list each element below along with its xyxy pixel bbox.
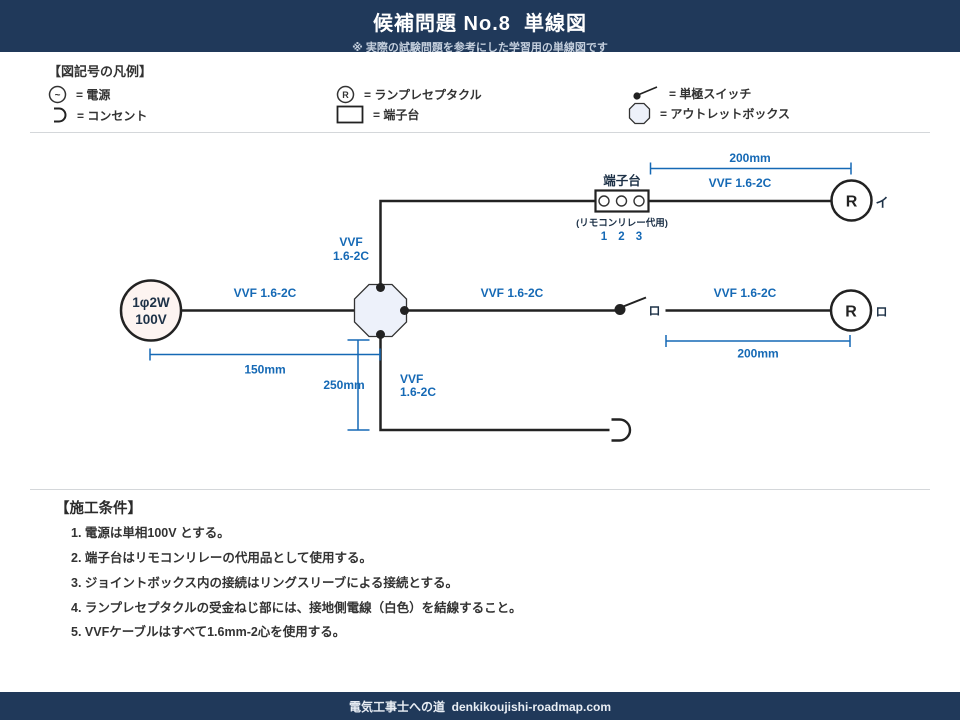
legend-item-outlet-box: = アウトレットボックス — [628, 102, 790, 124]
outlet-box-icon — [628, 102, 651, 124]
power-source-circle — [119, 279, 183, 342]
condition-item-4: 4. ランプレセプタクルの受金ねじ部には、接地側電線（白色）を結線すること。 — [71, 601, 522, 615]
terminal-pin-2: 2 — [618, 231, 624, 243]
footer-text: 電気工事士への道 denkikoujishi-roadmap.com — [348, 699, 612, 714]
dimension-line-150mm — [149, 348, 381, 361]
terminal-block-note: (リモコンリレー代用) — [576, 217, 668, 229]
circuit-label-ro: ロ — [875, 305, 887, 319]
lamp-receptacle-icon: R — [336, 85, 355, 103]
lamp-receptacle-ro-circle — [829, 289, 873, 332]
wires — [181, 199, 832, 432]
legend-label-outlet-box: = アウトレットボックス — [660, 106, 790, 121]
wire-box-to-outlet — [379, 336, 610, 432]
cable-label-box-down-2: 1.6-2C — [400, 385, 436, 399]
legend-label-outlet: = コンセント — [77, 108, 148, 123]
dimension-line-right-200mm — [665, 335, 851, 347]
legend-item-receptacle: R = ランプレセプタクル — [336, 84, 482, 104]
cable-label-source-to-box: VVF 1.6-2C — [234, 286, 297, 300]
condition-item-2: 2. 端子台はリモコンリレーの代用品として使用する。 — [71, 551, 373, 565]
single-pole-switch-icon — [633, 86, 658, 100]
legend-label-terminal-block: = 端子台 — [373, 107, 420, 122]
cable-labels: VVF 1.6-2C VVF 1.6-2C VVF 1.6-2C VVF 1.6… — [234, 176, 777, 399]
wire-box-to-terminal — [379, 199, 596, 287]
power-source: 1φ2W 100V — [119, 279, 183, 342]
terminal-hole-1 — [598, 195, 610, 207]
junction-dot-top — [376, 283, 385, 292]
condition-item-1: 1. 電源は単相100V とする。 — [71, 526, 230, 540]
dimension-lines — [149, 162, 852, 431]
outlet-symbol — [611, 418, 632, 442]
terminal-hole-2 — [615, 195, 628, 207]
conditions-heading: 【施工条件】 — [55, 501, 142, 517]
dimension-label-top-200mm: 200mm — [729, 151, 770, 165]
lamp-receptacle-ro-glyph: R — [845, 304, 857, 321]
conditions-divider — [30, 489, 930, 490]
switch-circuit-label: ロ — [648, 304, 660, 318]
power-source-line1: 1φ2W — [132, 295, 170, 310]
switch-lever — [621, 296, 647, 308]
legend-label-power: = 電源 — [76, 87, 111, 102]
terminal-hole-3 — [633, 195, 645, 207]
legend-label-switch: = 単極スイッチ — [669, 86, 752, 101]
power-source-icon: ~ — [48, 85, 67, 103]
page-title: 候補問題 No.8 単線図 — [372, 13, 587, 35]
dimension-labels: 200mm 200mm 150mm 250mm — [244, 151, 778, 392]
lamp-receptacle-i-glyph: R — [846, 194, 858, 211]
circuit-label-i: イ — [875, 195, 888, 210]
power-source-line2: 100V — [135, 312, 167, 327]
cable-label-box-to-switch: VVF 1.6-2C — [481, 286, 544, 300]
dimension-line-250mm — [347, 339, 370, 431]
junction-box — [353, 283, 409, 339]
dimension-label-right-200mm: 200mm — [737, 347, 778, 361]
page-subtitle: ※ 実際の試験問題を参考にした学習用の単線図です — [352, 42, 608, 54]
single-line-diagram: 1φ2W 100V 端子台 (リモコンリレー代用) 1 2 3 R イ ロ — [119, 151, 889, 442]
terminal-pin-3: 3 — [636, 231, 642, 243]
terminal-block-title: 端子台 — [603, 173, 641, 188]
cable-label-box-up-2: 1.6-2C — [333, 249, 369, 263]
condition-item-3: 3. ジョイントボックス内の接続はリングスリーブによる接続とする。 — [71, 576, 459, 590]
legend-item-outlet: = コンセント — [52, 105, 147, 125]
cable-label-box-up-1: VVF — [339, 235, 362, 249]
junction-dot-bottom — [376, 330, 385, 339]
dimension-label-150mm: 150mm — [244, 363, 285, 377]
legend-heading: 【図記号の凡例】 — [48, 64, 153, 79]
lamp-receptacle-ro: R ロ — [829, 289, 888, 332]
cable-label-terminal-to-lamp: VVF 1.6-2C — [709, 176, 772, 190]
terminal-block-icon — [336, 105, 364, 123]
footer: 電気工事士への道 denkikoujishi-roadmap.com — [0, 692, 960, 720]
cable-label-switch-to-lamp: VVF 1.6-2C — [714, 286, 777, 300]
lamp-receptacle-i-circle — [830, 179, 873, 222]
legend-divider — [30, 132, 930, 133]
dimension-line-top-200mm — [649, 162, 852, 175]
switch-ro: ロ — [614, 296, 661, 318]
lamp-receptacle-glyph: R — [342, 90, 349, 100]
legend: 【図記号の凡例】 ~ = 電源 R = ランプレセプタクル = 単極スイッチ — [0, 52, 960, 133]
dimension-label-250mm: 250mm — [323, 378, 364, 392]
legend-item-switch: = 単極スイッチ — [632, 83, 751, 103]
terminal-pin-1: 1 — [601, 231, 608, 243]
legend-item-terminal-block: = 端子台 — [336, 104, 419, 124]
outlet-box-octagon — [353, 283, 408, 338]
condition-item-5: 5. VVFケーブルはすべて1.6mm-2心を使用する。 — [71, 625, 346, 639]
legend-item-power: ~ = 電源 — [48, 84, 110, 104]
legend-label-receptacle: = ランプレセプタクル — [364, 87, 482, 102]
junction-dot-right — [400, 306, 409, 315]
lamp-receptacle-i: R イ — [830, 179, 889, 222]
header: 候補問題 No.8 単線図 ※ 実際の試験問題を参考にした学習用の単線図です — [0, 0, 960, 54]
cable-label-box-down-1: VVF — [400, 372, 423, 386]
power-source-glyph: ~ — [55, 90, 61, 101]
terminal-block: 端子台 (リモコンリレー代用) 1 2 3 — [576, 173, 668, 243]
outlet-icon — [54, 107, 67, 123]
